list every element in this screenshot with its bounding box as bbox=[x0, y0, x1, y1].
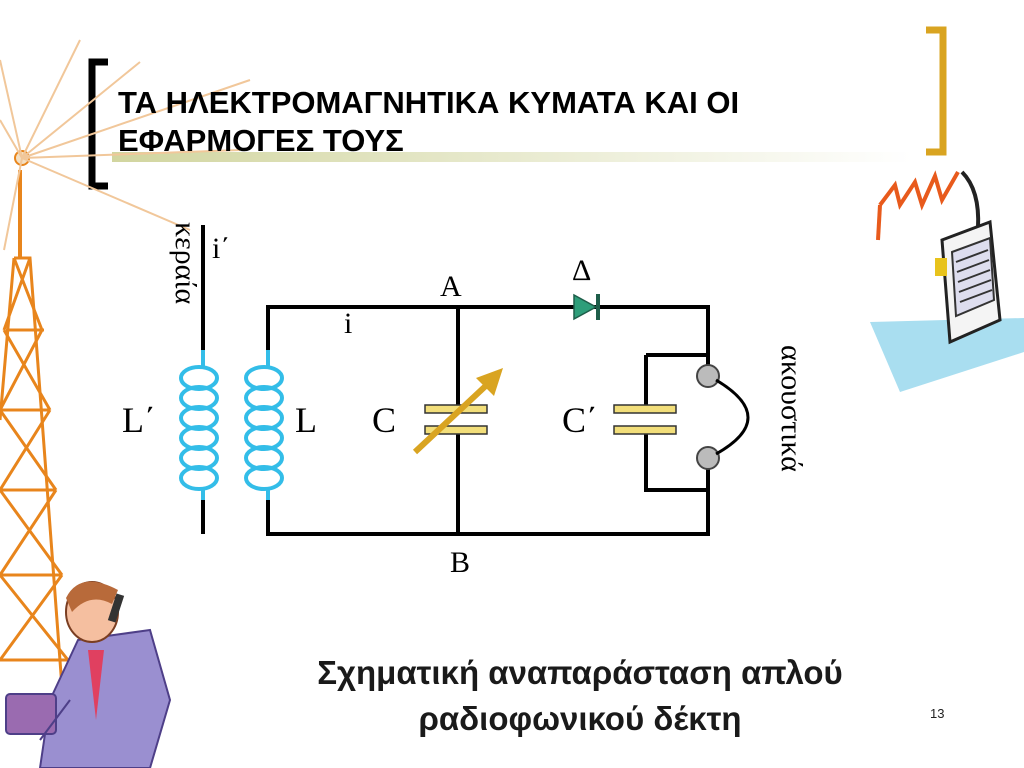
circuit-diagram: κεραία i΄ i A B Δ L΄ L C C΄ ακουστικά bbox=[122, 222, 808, 579]
left-bracket-icon bbox=[88, 58, 108, 190]
businessman-on-phone-icon bbox=[5, 581, 172, 768]
circuit-wires bbox=[266, 305, 710, 536]
title-rule bbox=[112, 152, 912, 162]
fixed-capacitor bbox=[613, 404, 677, 435]
variable-capacitor-label: C bbox=[372, 400, 396, 440]
variable-capacitor bbox=[412, 368, 503, 455]
antenna-current-label: i΄ bbox=[212, 232, 230, 265]
secondary-coil bbox=[244, 350, 284, 500]
right-bracket-icon bbox=[926, 26, 947, 156]
node-a-label: A bbox=[440, 270, 462, 303]
slide-title-line1: ΤΑ ΗΛΕΚΤΡΟΜΑΓΝΗΤΙΚΑ ΚΥΜΑΤΑ ΚΑΙ ΟΙ bbox=[118, 85, 740, 120]
transistor-radio-icon bbox=[870, 170, 1024, 392]
headphones-label: ακουστικά bbox=[775, 345, 808, 472]
circuit-current-label: i bbox=[344, 307, 352, 340]
headphones bbox=[696, 364, 750, 470]
slide-title: ΤΑ ΗΛΕΚΤΡΟΜΑΓΝΗΤΙΚΑ ΚΥΜΑΤΑ ΚΑΙ ΟΙ ΕΦΑΡΜΟ… bbox=[118, 84, 878, 160]
node-b-label: B bbox=[450, 546, 470, 579]
primary-coil bbox=[179, 350, 219, 500]
diagram-caption-line2: ραδιοφωνικού δέκτη bbox=[418, 700, 742, 737]
diagram-caption: Σχηματική αναπαράσταση απλού ραδιοφωνικο… bbox=[230, 650, 930, 742]
diode bbox=[573, 293, 600, 321]
slide-title-line2: ΕΦΑΡΜΟΓΕΣ ΤΟΥΣ bbox=[118, 123, 404, 158]
antenna-label: κεραία bbox=[169, 222, 202, 304]
secondary-coil-label: L bbox=[295, 400, 317, 440]
diode-label: Δ bbox=[572, 254, 591, 287]
fixed-capacitor-label: C΄ bbox=[562, 400, 598, 440]
primary-coil-label: L΄ bbox=[122, 400, 156, 440]
radio-tower-icon bbox=[0, 39, 251, 768]
page-number: 13 bbox=[930, 706, 945, 721]
diagram-caption-line1: Σχηματική αναπαράσταση απλού bbox=[317, 654, 843, 691]
